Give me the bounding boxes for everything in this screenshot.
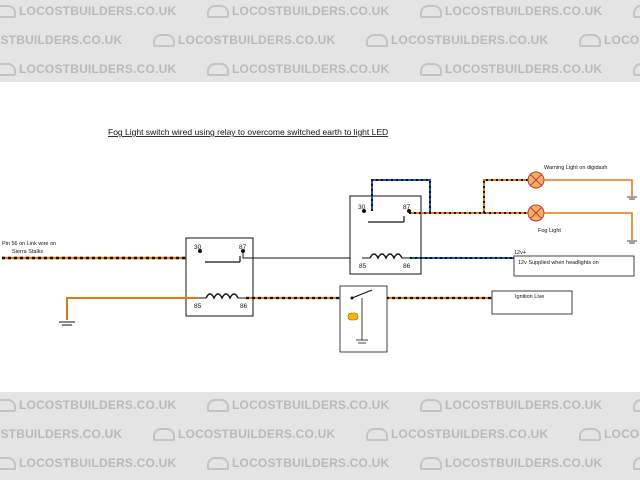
relay-2: 30 87 85 86 — [349, 195, 422, 275]
relay-2-pin-85: 85 — [359, 263, 367, 270]
warning-light-label: Warning Light on digidash — [544, 165, 607, 171]
fog-light-label: Fog Light — [538, 228, 561, 234]
diagram-title: Fog Light switch wired using relay to ov… — [108, 127, 388, 137]
relay-2-link-wire — [371, 179, 431, 213]
relay-2-pin-30: 30 — [358, 204, 366, 211]
relay-1-pin-86: 86 — [240, 303, 248, 310]
input-label-line2: Sierra Stalks — [12, 249, 43, 255]
watermark-row: LOCOSTBUILDERS.CO.UKLOCOSTBUILDERS.CO.UK… — [0, 427, 640, 442]
relay-2-pin-86: 86 — [403, 263, 411, 270]
ignition-live-box — [491, 290, 573, 315]
lamp-feed-wire — [409, 179, 528, 214]
relay-1-earth-wire — [59, 297, 198, 326]
supply-12v-label: 12v+ — [514, 250, 526, 256]
relay-1-pin-87: 87 — [239, 244, 247, 251]
relay-1-pin-30: 30 — [194, 244, 202, 251]
supply-headlights-box — [513, 255, 635, 277]
supply-headlights-label: 12v Supplied when headlights on — [518, 260, 599, 266]
input-label: Pin 56 on Link wire on — [2, 241, 56, 247]
relay-2-pin-87: 87 — [403, 204, 411, 211]
fog-switch — [339, 285, 388, 353]
watermark-row: LOCOSTBUILDERS.CO.UKLOCOSTBUILDERS.CO.UK… — [0, 33, 640, 48]
ignition-live-label: Ignition Live — [515, 294, 544, 300]
relay-1-pin-85: 85 — [194, 303, 202, 310]
relay-1-to-relay-2-wire — [242, 251, 365, 259]
warning-light-lamp — [527, 171, 637, 200]
fog-light-lamp — [527, 204, 637, 244]
relay-1: 30 87 85 86 — [185, 237, 254, 317]
